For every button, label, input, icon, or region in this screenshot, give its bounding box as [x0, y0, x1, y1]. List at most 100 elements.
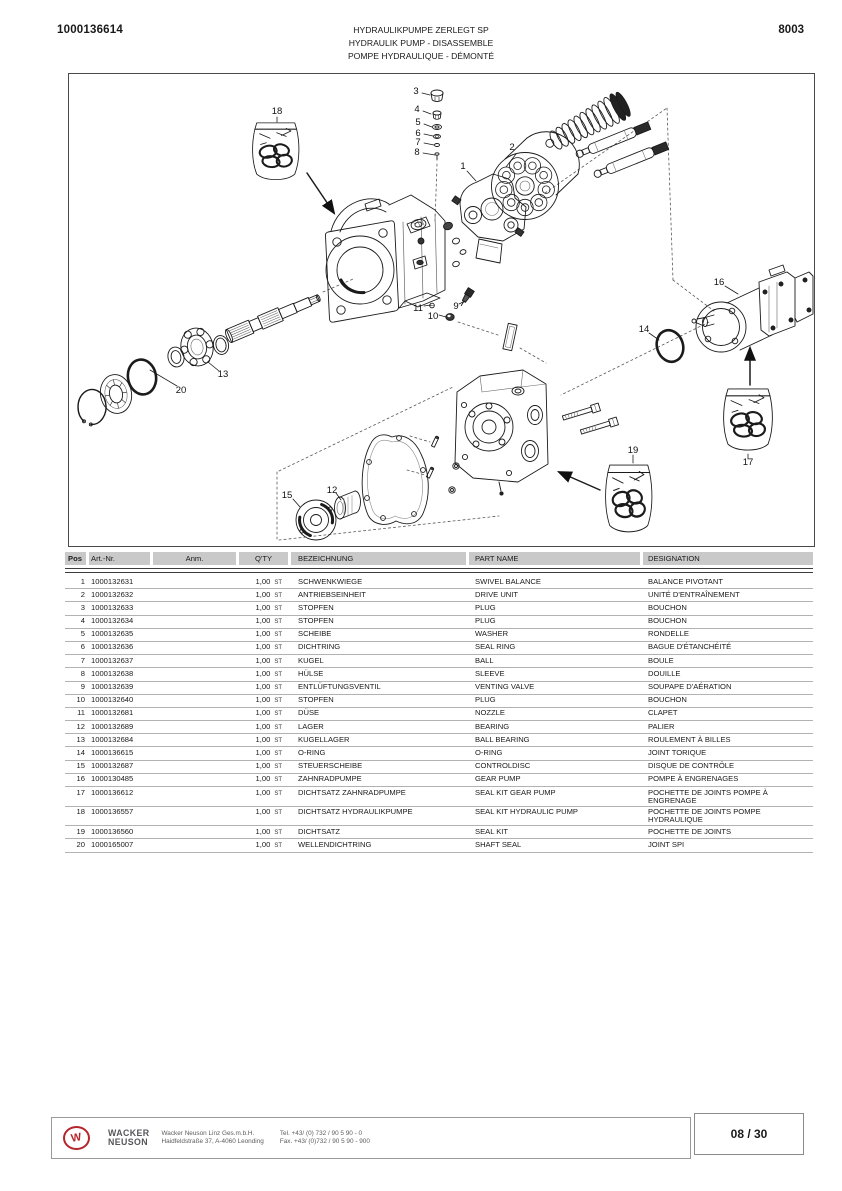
cell-des: CLAPET	[648, 708, 678, 718]
cell-des: UNITÉ D'ENTRAÎNEMENT	[648, 589, 740, 599]
cell-pos: 12	[76, 721, 85, 731]
diagram-callout-15: 15	[281, 489, 293, 501]
cell-pos: 10	[76, 695, 85, 705]
part-boot	[545, 91, 631, 150]
cell-art: 1000132633	[91, 602, 134, 612]
cell-des: ROULEMENT À BILLES	[648, 734, 731, 744]
cell-art: 1000132639	[91, 682, 134, 691]
cell-part: WASHER	[475, 629, 509, 639]
cell-part: SWIVEL BALANCE	[475, 576, 541, 586]
diagram-callout-4: 4	[414, 103, 420, 115]
cell-bez: STEUERSCHEIBE	[298, 761, 363, 771]
phone-tel: Tel. +43/ (0) 732 / 90 5 90 - 0	[279, 1129, 363, 1137]
cell-part: CONTROLDISC	[475, 761, 531, 771]
cell-bez: DÜSE	[298, 708, 320, 718]
assembly-arrows	[306, 172, 756, 491]
diagram-callout-6: 6	[415, 127, 421, 139]
page-title: HYDRAULIKPUMPE ZERLEGT SP HYDRAULIK PUMP…	[0, 24, 842, 63]
col-header-designation: DESIGNATION	[643, 552, 813, 565]
cell-pos: 16	[76, 774, 85, 784]
cell-pos: 19	[76, 826, 85, 836]
cell-des: POCHETTE DE JOINTS POMPE HYDRAULIQUE	[648, 807, 761, 825]
cell-bez: DICHTSATZ HYDRAULIKPUMPE	[298, 807, 413, 817]
cell-art: 1000136560	[91, 826, 134, 836]
cell-bez: STOPFEN	[298, 616, 334, 626]
part-shaft	[224, 294, 321, 343]
cell-des: BALANCE PIVOTANT	[648, 576, 723, 586]
cell-part: PLUG	[475, 602, 496, 612]
cell-art: 1000136612	[91, 787, 134, 797]
cell-des: POCHETTE DE JOINTS	[648, 826, 732, 836]
part-ball-bearing	[180, 327, 214, 367]
part-retaining-ring	[77, 388, 107, 427]
col-header-pos: Pos	[65, 552, 86, 565]
company-name: Wacker Neuson Linz Ges.m.b.H.	[161, 1129, 255, 1137]
part-plug-stack	[430, 89, 444, 161]
cell-part: O-RING	[475, 747, 503, 757]
title-fr: POMPE HYDRAULIQUE - DÉMONTÉ	[347, 51, 495, 61]
cell-pos: 7	[80, 655, 85, 665]
diagram-callout-1: 1	[460, 160, 466, 172]
cell-bez: SCHWENKWIEGE	[298, 576, 363, 586]
diagram-callout-18: 18	[271, 105, 283, 117]
cell-art: 1000132687	[91, 761, 134, 771]
brand-line-1: WACKER	[108, 1128, 150, 1139]
cell-bez: LAGER	[298, 721, 324, 731]
diagram-callout-20: 20	[175, 384, 187, 396]
cell-part: PLUG	[475, 695, 496, 705]
cell-part: SEAL RING	[475, 642, 516, 652]
diagram-callout-16: 16	[713, 276, 725, 288]
cell-art: 1000136557	[91, 807, 134, 817]
construction-lines	[276, 107, 715, 541]
diagram-callout-13: 13	[217, 368, 229, 380]
part-swivel-balance	[451, 173, 527, 264]
cell-des: SOUPAPE D'AÉRATION	[648, 682, 732, 691]
cell-part: SHAFT SEAL	[475, 839, 522, 849]
diagram-callout-17: 17	[742, 456, 754, 468]
cell-art: 1000165007	[91, 839, 134, 849]
cell-art: 1000132640	[91, 695, 134, 705]
cell-art: 1000132636	[91, 642, 134, 652]
cell-bez: ZAHNRADPUMPE	[298, 774, 362, 784]
cell-bez: STOPFEN	[298, 695, 334, 705]
cell-art: 1000132631	[91, 576, 134, 586]
col-header-qty: Q'TY	[239, 552, 288, 565]
part-bolt-2	[579, 416, 619, 435]
page-number: 08 / 30	[730, 1127, 768, 1141]
cell-bez: WELLENDICHTRING	[298, 839, 372, 849]
cell-des: POMPE À ENGRENAGES	[648, 774, 739, 784]
cell-bez: STOPFEN	[298, 602, 334, 612]
cell-des: BAGUE D'ÉTANCHÉITÉ	[648, 642, 732, 652]
part-housing	[324, 194, 446, 323]
cell-des: DOUILLE	[648, 668, 681, 678]
cell-des: RONDELLE	[648, 629, 689, 639]
part-oring-black	[126, 358, 158, 396]
cell-part: BALL	[475, 655, 494, 665]
cell-part: SLEEVE	[475, 668, 505, 678]
col-header-part-name: PART NAME	[469, 552, 640, 565]
